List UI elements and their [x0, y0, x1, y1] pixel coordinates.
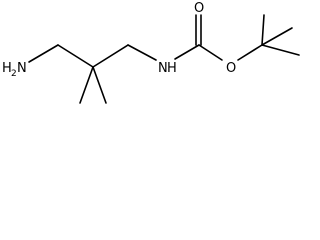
bond-carbonyl-ester-o — [198, 44, 223, 61]
bond-ester-o-tertbutyl — [237, 44, 263, 61]
bond-tertbutyl-methyl-right — [261, 44, 300, 56]
carbamate-nh-label: N H — [158, 61, 177, 76]
amine-subscript-label: 2 — [11, 69, 17, 79]
bond-methyl-right — [92, 66, 107, 104]
bond-quaternary-ch2 — [92, 44, 129, 68]
bond-skeleton — [28, 14, 300, 104]
amine-h-label: H — [2, 61, 12, 76]
bond-methyl-left — [79, 66, 94, 104]
bond-amine-ch2 — [28, 44, 59, 63]
carbonyl-oxygen-label: O — [194, 1, 204, 16]
bond-ch2-quaternary — [57, 44, 94, 68]
bond-ch2-carbamate-n — [127, 44, 157, 61]
ester-oxygen-label: O — [226, 61, 236, 76]
amine-label: H 2 N — [2, 61, 27, 79]
bond-tertbutyl-methyl-top — [261, 27, 293, 46]
bond-tertbutyl-methyl-up — [261, 14, 265, 46]
amine-n-label: N — [17, 61, 27, 76]
carbamate-n-label: N — [158, 61, 168, 76]
chemical-structure: H 2 N N H O O — [2, 1, 300, 104]
carbamate-h-label: H — [167, 61, 177, 76]
bond-nh-carbonyl — [174, 44, 200, 60]
